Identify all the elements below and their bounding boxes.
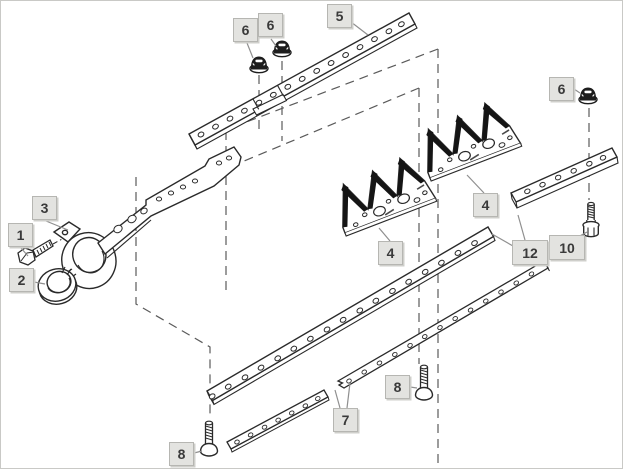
callout-6-top-left: 6 (233, 18, 258, 42)
part-10-bolt (582, 201, 600, 238)
callout-3: 3 (32, 196, 57, 220)
part-6-nut-top-left (249, 56, 269, 74)
callout-2: 2 (9, 268, 34, 292)
part-12-bar (207, 227, 495, 405)
part-6-nut-right (578, 87, 598, 105)
part-12-clip (511, 148, 618, 208)
callout-8-left: 8 (169, 442, 194, 466)
part-5-bar (189, 13, 417, 149)
callout-4-left: 4 (378, 241, 403, 265)
callout-5: 5 (327, 4, 352, 28)
callout-1: 1 (8, 223, 33, 247)
part-4-knife-section-right (411, 95, 523, 182)
callout-7: 7 (333, 408, 358, 432)
part-7-strip-left (227, 390, 329, 452)
part-1-bolt (18, 238, 64, 265)
part-7-strip-right (338, 261, 550, 388)
part-8-bolt-left (199, 420, 219, 457)
callout-8-right: 8 (385, 375, 410, 399)
callout-6-right: 6 (549, 77, 574, 101)
callout-12: 12 (512, 240, 548, 265)
callout-10: 10 (549, 235, 585, 260)
callout-6-top-right: 6 (258, 13, 283, 37)
assembly-guide-lines (136, 49, 589, 468)
part-4-knife-section-left (326, 150, 438, 237)
part-2-bushing (35, 265, 81, 309)
part-6-nut-top-right (272, 40, 292, 58)
part-3-bar (98, 147, 241, 258)
callout-4-right: 4 (473, 193, 498, 217)
part-8-bolt-right (414, 364, 434, 401)
